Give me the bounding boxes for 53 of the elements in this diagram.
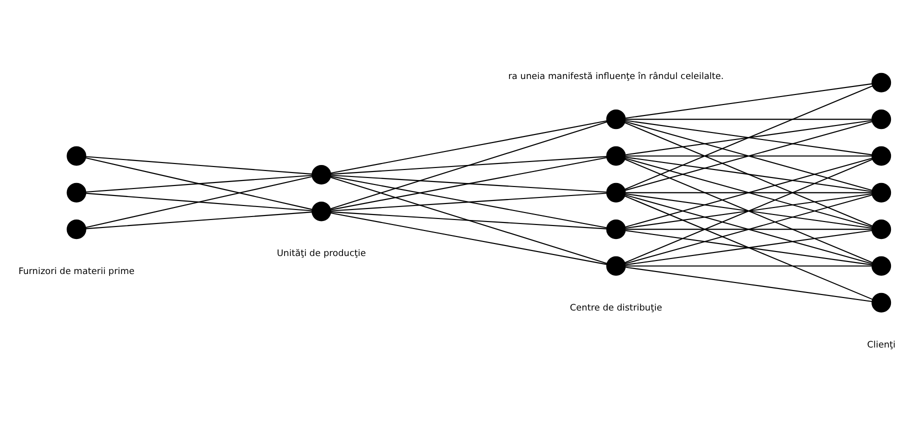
label: Clienţi [867,340,896,350]
node-circle [872,146,892,166]
node-circle [606,219,626,239]
connector [626,154,872,156]
connector [86,174,312,192]
connector [626,192,872,228]
connector [330,175,607,228]
node-circle [66,219,86,239]
connector [86,156,312,210]
connector [626,82,872,118]
connector [86,211,312,229]
connector [330,210,606,229]
connector [624,122,873,226]
connector [330,156,607,210]
node-circle [66,146,86,166]
connector [330,174,606,192]
connector [330,192,606,211]
node-circle [606,146,626,166]
connector [330,120,607,174]
connector [330,176,608,264]
connector [626,118,872,120]
connector [330,120,608,209]
connector [626,230,872,265]
label: Furnizori de materii prime [18,266,135,276]
node-circle [872,109,892,129]
connector [86,192,312,211]
node-circle [872,292,892,312]
node-circle [606,256,626,276]
connector [626,264,872,266]
node-circle [872,72,892,92]
connector [626,192,872,193]
node-circle [312,201,332,221]
label: Unităţi de producţie [276,248,366,259]
node-circle [872,182,892,202]
node-circle [606,109,626,129]
connector [624,85,873,190]
connector [86,176,312,228]
connector [86,156,312,174]
node-circle [606,182,626,202]
connector [624,158,873,263]
connector [626,156,872,192]
connector [624,195,873,300]
node-circle [66,182,86,202]
label: ra uneia manifestă influenţe în rândul celeilalte. [508,72,724,82]
node-circle [312,164,332,184]
connector [626,266,872,302]
label: Centre de distribuţie [570,303,662,314]
node-circle [872,256,892,276]
connector [625,120,872,190]
node-circle [872,219,892,239]
connector [330,212,607,264]
connector [626,228,872,230]
connector [330,156,606,174]
